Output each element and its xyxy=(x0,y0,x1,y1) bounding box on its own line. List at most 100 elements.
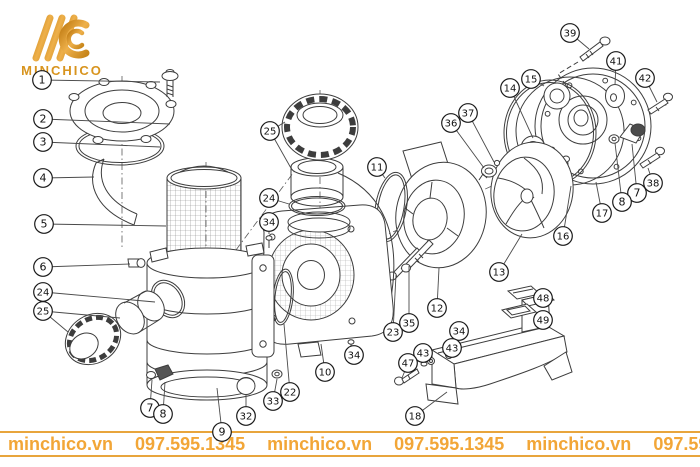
callout-32: 32 xyxy=(236,395,256,426)
part-bolt-38 xyxy=(639,146,665,169)
callout-43: 43 xyxy=(442,338,462,358)
part-plug-32 xyxy=(236,377,256,395)
callout-3: 3 xyxy=(33,132,161,152)
part-drain-plug-7-8 xyxy=(146,364,174,381)
part-lid-screw xyxy=(161,69,179,97)
svg-text:39: 39 xyxy=(564,29,577,40)
part-bolt-35 xyxy=(401,239,434,273)
svg-text:5: 5 xyxy=(41,218,48,231)
mc-monogram-icon xyxy=(32,14,90,62)
callout-16: 16 xyxy=(553,185,573,246)
callout-13: 13 xyxy=(489,233,523,282)
svg-text:14: 14 xyxy=(504,84,517,95)
callout-43: 43 xyxy=(413,343,433,363)
svg-text:17: 17 xyxy=(596,209,609,220)
svg-text:3: 3 xyxy=(40,136,47,149)
footer-text: 097.595.1345 xyxy=(394,433,505,454)
svg-text:32: 32 xyxy=(240,412,253,423)
svg-text:24: 24 xyxy=(37,288,50,299)
footer-text: minchico.vn xyxy=(8,433,114,454)
part-pot-flange xyxy=(251,254,275,358)
part-nut-33 xyxy=(271,369,283,379)
svg-text:2: 2 xyxy=(40,113,47,126)
svg-text:8: 8 xyxy=(619,196,626,209)
svg-text:37: 37 xyxy=(462,109,475,120)
callout-15: 15 xyxy=(521,69,545,89)
svg-text:41: 41 xyxy=(610,57,623,68)
callout-39: 39 xyxy=(560,23,590,50)
part-diffuser xyxy=(395,141,487,269)
callout-9: 9 xyxy=(212,387,232,442)
svg-text:12: 12 xyxy=(431,304,444,315)
svg-text:34: 34 xyxy=(263,218,276,229)
part-motor-base xyxy=(425,293,573,405)
svg-text:36: 36 xyxy=(445,119,458,130)
callout-8: 8 xyxy=(612,142,632,212)
svg-text:6: 6 xyxy=(40,261,47,274)
callout-23: 23 xyxy=(383,274,403,342)
callout-12: 12 xyxy=(427,267,447,318)
part-impeller xyxy=(490,141,574,239)
part-bolt-39 xyxy=(557,36,611,89)
svg-text:38: 38 xyxy=(647,179,660,190)
callout-33: 33 xyxy=(263,378,283,411)
svg-text:13: 13 xyxy=(493,268,506,279)
part-strainer-basket xyxy=(166,165,242,269)
callout-42: 42 xyxy=(635,68,658,103)
callout-34: 34 xyxy=(259,212,279,234)
callout-47: 47 xyxy=(398,353,418,379)
callout-38: 38 xyxy=(643,167,663,193)
callout-25: 25 xyxy=(33,301,121,333)
svg-text:25: 25 xyxy=(37,307,50,318)
callout-22: 22 xyxy=(280,323,300,402)
callout-17: 17 xyxy=(592,181,612,223)
callout-11: 11 xyxy=(367,157,387,179)
part-pump-lid xyxy=(68,78,177,144)
part-air-relief-plug xyxy=(608,123,646,144)
svg-text:25: 25 xyxy=(264,127,277,138)
callout-14: 14 xyxy=(500,78,534,139)
svg-text:4: 4 xyxy=(40,172,47,185)
part-pump-body xyxy=(262,172,395,358)
callout-24: 24 xyxy=(259,188,290,208)
footer-text: 097.595.1345 xyxy=(653,433,700,454)
svg-text:10: 10 xyxy=(319,368,332,379)
svg-text:47: 47 xyxy=(402,359,415,370)
svg-text:11: 11 xyxy=(371,163,384,174)
callout-37: 37 xyxy=(458,103,495,163)
callout-18: 18 xyxy=(405,391,448,426)
part-strainer-pot xyxy=(146,242,275,401)
part-bolt-42 xyxy=(647,92,673,115)
callout-49: 49 xyxy=(533,310,553,330)
svg-text:33: 33 xyxy=(267,397,280,408)
callout-34: 34 xyxy=(344,344,364,365)
svg-text:34: 34 xyxy=(348,351,361,362)
footer-bar: minchico.vn 097.595.1345 minchico.vn 097.59… xyxy=(0,431,700,457)
part-lid-clamp xyxy=(92,158,138,226)
callout-41: 41 xyxy=(606,51,626,86)
callout-34: 34 xyxy=(449,321,469,341)
callout-5: 5 xyxy=(34,214,167,234)
callout-7: 7 xyxy=(627,143,647,203)
svg-text:1: 1 xyxy=(39,74,46,87)
callout-25: 25 xyxy=(260,121,293,171)
part-mechanical-seal xyxy=(478,159,501,181)
svg-text:9: 9 xyxy=(219,426,226,439)
svg-text:23: 23 xyxy=(387,328,400,339)
part-union-left xyxy=(64,279,186,366)
part-bolt-47 xyxy=(394,368,420,386)
part-drain-plug-6 xyxy=(127,258,146,268)
callout-6: 6 xyxy=(33,257,131,277)
footer-text: minchico.vn xyxy=(526,433,632,454)
svg-text:43: 43 xyxy=(417,349,430,360)
svg-text:42: 42 xyxy=(639,74,652,85)
svg-text:15: 15 xyxy=(525,75,538,86)
svg-text:43: 43 xyxy=(446,344,459,355)
callout-48: 48 xyxy=(533,288,553,308)
callout-24: 24 xyxy=(33,282,156,303)
svg-text:16: 16 xyxy=(557,232,570,243)
svg-text:18: 18 xyxy=(409,412,422,423)
part-washer-41 xyxy=(605,84,625,108)
